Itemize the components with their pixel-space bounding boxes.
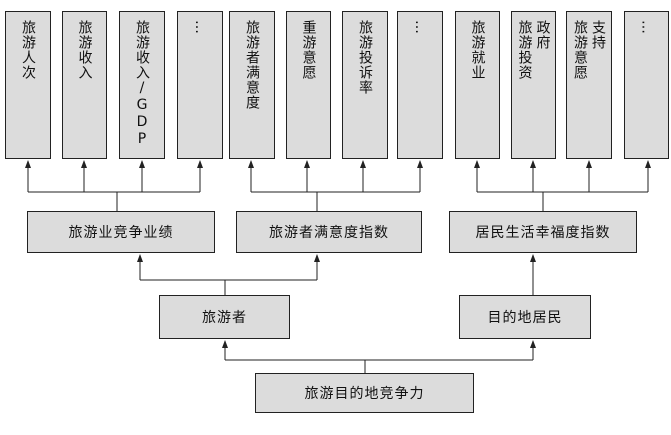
indicator-revisit-intention: 重游意愿 bbox=[286, 11, 331, 159]
indicator-label-line-2: 旅游投资 bbox=[516, 20, 533, 80]
node-destination-competitiveness: 旅游目的地竞争力 bbox=[255, 373, 474, 413]
node-resident-happiness-index: 居民生活幸福度指数 bbox=[449, 211, 637, 253]
indicator-government-investment: 政府 旅游投资 bbox=[511, 11, 556, 159]
node-tourist-satisfaction-index: 旅游者满意度指数 bbox=[236, 211, 422, 253]
indicator-label: 旅游就业 bbox=[469, 20, 486, 80]
indicator-tourist-satisfaction: 旅游者满意度 bbox=[229, 11, 275, 159]
indicator-label: 重游意愿 bbox=[300, 20, 317, 80]
indicator-label: 旅游者满意度 bbox=[244, 20, 260, 110]
indicator-tourism-revenue: 旅游收入 bbox=[62, 11, 107, 159]
indicator-tourist-arrivals: 旅游人次 bbox=[5, 11, 51, 159]
ellipsis-label: … bbox=[638, 20, 655, 35]
node-label: 居民生活幸福度指数 bbox=[475, 225, 611, 241]
indicator-label: 旅游投诉率 bbox=[357, 20, 373, 95]
indicator-ellipsis-1: … bbox=[177, 11, 223, 159]
indicator-ellipsis-2: … bbox=[397, 11, 443, 159]
indicator-label-line-2: 旅游意愿 bbox=[572, 20, 588, 80]
node-label: 旅游者 bbox=[202, 310, 247, 326]
node-label: 目的地居民 bbox=[487, 310, 563, 326]
node-tourism-performance: 旅游业竞争业绩 bbox=[27, 211, 215, 253]
indicator-tourism-employment: 旅游就业 bbox=[455, 11, 500, 159]
indicator-complaint-rate: 旅游投诉率 bbox=[342, 11, 388, 159]
indicator-label: 旅游收入 bbox=[76, 20, 93, 80]
node-label: 旅游者满意度指数 bbox=[269, 225, 389, 241]
node-label: 旅游目的地竞争力 bbox=[304, 386, 425, 402]
indicator-label: 旅游人次 bbox=[20, 20, 36, 80]
indicator-revenue-gdp: 旅游收入/GDP bbox=[119, 11, 165, 159]
indicator-label: 旅游收入/GDP bbox=[134, 20, 150, 148]
node-label: 旅游业竞争业绩 bbox=[68, 225, 174, 241]
node-tourists: 旅游者 bbox=[159, 295, 290, 339]
indicator-label-line-1: 政府 bbox=[534, 20, 551, 50]
indicator-ellipsis-3: … bbox=[624, 11, 669, 159]
ellipsis-label: … bbox=[192, 20, 208, 35]
indicator-support-intention: 支持 旅游意愿 bbox=[566, 11, 612, 159]
indicator-label-line-1: 支持 bbox=[590, 20, 606, 50]
ellipsis-label: … bbox=[412, 20, 428, 35]
node-destination-residents: 目的地居民 bbox=[459, 295, 591, 339]
